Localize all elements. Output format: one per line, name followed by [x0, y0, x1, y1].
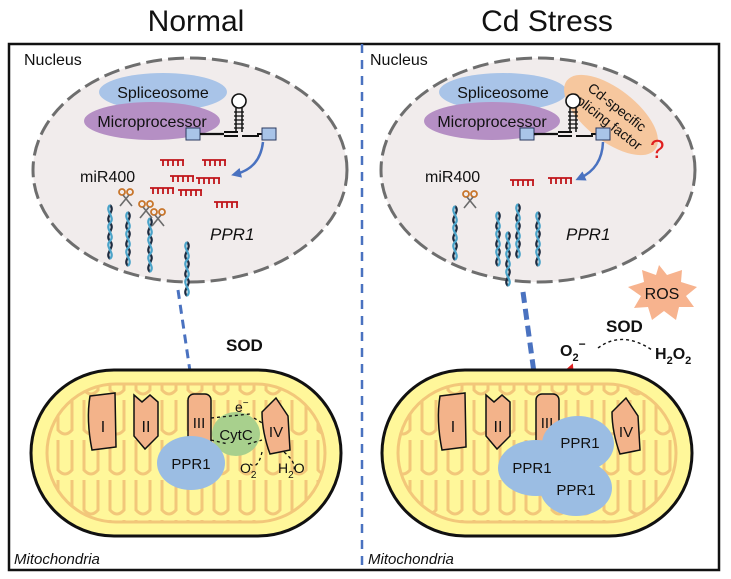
- ppr1-protein-label: PPR1: [171, 456, 210, 473]
- microprocessor-label: Microprocessor: [97, 114, 207, 131]
- ppr1-protein-label-2: PPR1: [512, 460, 551, 477]
- nucleus-label-stress: Nucleus: [370, 52, 428, 69]
- cytc: [212, 412, 260, 456]
- svg-text:II: II: [142, 419, 151, 436]
- svg-text:II: II: [494, 419, 503, 436]
- spliceosome-label: Spliceosome: [117, 85, 209, 102]
- complex-II-stress: II: [485, 393, 511, 451]
- processing-arrow: [231, 141, 265, 178]
- svg-text:I: I: [101, 419, 105, 436]
- complex-IV: IV: [261, 396, 291, 455]
- etc-complexes: I II III: [87, 392, 212, 451]
- svg-text:IV: IV: [619, 424, 633, 441]
- h2o-label: H2O: [278, 460, 305, 481]
- superoxide-label: O2−: [560, 337, 586, 364]
- complex-III: III: [187, 393, 212, 448]
- ppr1-protein-label-3: PPR1: [556, 482, 595, 499]
- mitochondria-label: Mitochondria: [14, 551, 100, 568]
- ppr1-protein-cluster: [498, 416, 614, 516]
- electron-label: e−: [235, 398, 249, 415]
- svg-text:I: I: [451, 419, 455, 436]
- o2-label: O2: [240, 460, 257, 481]
- spliceosome-label-stress: Spliceosome: [457, 85, 549, 102]
- spliceosome: [99, 73, 227, 111]
- question-mark: ?: [650, 134, 664, 164]
- ppr1-protein: [157, 436, 225, 490]
- right-panel: Nucleus Spliceosome Microprocessor Cd-sp…: [368, 52, 697, 568]
- ppr1-gene-label: PPR1: [210, 225, 254, 244]
- sod-label-stress: SOD: [606, 317, 643, 336]
- h2o2-label: H2O2: [655, 346, 691, 367]
- svg-text:III: III: [193, 415, 206, 432]
- mir400-label-stress: miR400: [425, 169, 480, 186]
- sod-label: SOD: [226, 336, 263, 355]
- transport-arrow-stress: [520, 291, 535, 380]
- complex-I-stress: I: [437, 392, 467, 451]
- mitochondria-label-stress: Mitochondria: [368, 551, 454, 568]
- complex-II: II: [133, 393, 159, 451]
- svg-text:IV: IV: [269, 424, 283, 441]
- title-normal: Normal: [148, 5, 245, 38]
- svg-text:ROS: ROS: [645, 286, 680, 303]
- microprocessor-label-stress: Microprocessor: [437, 114, 547, 131]
- ppr1-protein-label-1: PPR1: [560, 435, 599, 452]
- complex-I: I: [87, 392, 117, 451]
- ppr1-gene-label-stress: PPR1: [566, 225, 610, 244]
- processing-arrow-stress: [575, 141, 605, 181]
- title-cd-stress: Cd Stress: [481, 5, 613, 38]
- cytc-label: CytC: [219, 427, 253, 444]
- cd-splicing-factor: Cd-specific splicing factor: [564, 74, 658, 156]
- nucleus-label: Nucleus: [24, 52, 82, 69]
- mir400-label: miR400: [80, 169, 135, 186]
- spliceosome-stress: [439, 73, 567, 111]
- left-panel: Nucleus Spliceosome Microprocessor miR40…: [14, 52, 349, 568]
- electron-paths: [210, 413, 295, 471]
- complex-IV-stress: IV: [611, 396, 641, 455]
- ros-burst: ROS: [628, 265, 697, 320]
